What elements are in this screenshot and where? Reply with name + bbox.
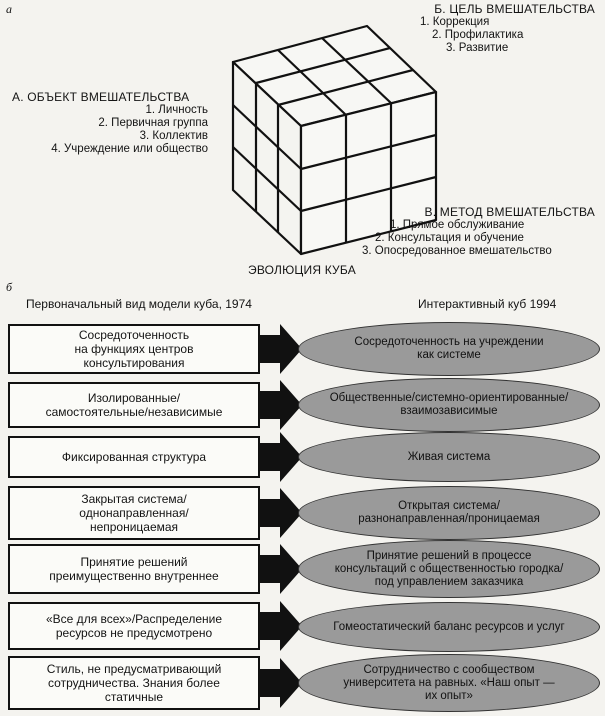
old-model-text: Стиль, не предусматривающий сотрудничест…: [46, 662, 222, 704]
interactive-model-oval-6: Гомеостатический баланс ресурсов и услуг: [298, 602, 600, 652]
interactive-model-oval-7: Сотрудничество с сообществом университет…: [298, 654, 600, 712]
object-list: 1. Личность 2. Первичная группа 3. Колле…: [10, 104, 208, 156]
panel-a-label: а: [6, 2, 12, 16]
old-model-text: «Все для всех»/Распределение ресурсов не…: [46, 612, 222, 640]
object-item-4: 4. Учреждение или общество: [51, 143, 208, 155]
old-model-text: Принятие решений преимущественно внутрен…: [49, 555, 219, 583]
goal-heading: Б. ЦЕЛЬ ВМЕШАТЕЛЬСТВА: [434, 2, 595, 16]
old-model-box-3: Фиксированная структура: [8, 436, 260, 478]
old-model-box-5: Принятие решений преимущественно внутрен…: [8, 544, 260, 594]
interactive-model-text: Гомеостатический баланс ресурсов и услуг: [333, 620, 565, 633]
old-model-box-7: Стиль, не предусматривающий сотрудничест…: [8, 656, 260, 710]
interactive-model-text: Общественные/системно-ориентированные/ в…: [329, 392, 569, 417]
old-model-box-4: Закрытая система/ однонаправленная/ непр…: [8, 486, 260, 540]
left-column-title: Первоначальный вид модели куба, 1974: [26, 297, 252, 311]
method-item-3: 3. Опосредованное вмешательство: [362, 245, 552, 257]
interactive-model-oval-5: Принятие решений в процессе консультаций…: [298, 540, 600, 598]
old-model-box-6: «Все для всех»/Распределение ресурсов не…: [8, 602, 260, 650]
old-model-box-1: Сосредоточенность на функциях центров ко…: [8, 324, 260, 374]
method-item-1: 1. Прямое обслуживание: [390, 219, 525, 231]
old-model-text: Изолированные/ самостоятельные/независим…: [45, 391, 223, 419]
object-item-2: 2. Первичная группа: [98, 117, 208, 129]
arrow-icon: [258, 601, 302, 651]
method-heading: В. МЕТОД ВМЕШАТЕЛЬСТВА: [424, 205, 595, 219]
arrow-icon: [258, 658, 302, 708]
cube-caption: ЭВОЛЮЦИЯ КУБА: [248, 263, 356, 277]
object-item-3: 3. Коллектив: [139, 130, 208, 142]
interactive-model-text: Сотрудничество с сообществом университет…: [343, 663, 555, 702]
interactive-model-oval-3: Живая система: [298, 432, 600, 482]
interactive-model-oval-1: Сосредоточенность на учреждении как сист…: [298, 322, 600, 376]
goal-block: Б. ЦЕЛЬ ВМЕШАТЕЛЬСТВА: [434, 2, 595, 16]
old-model-text: Сосредоточенность на функциях центров ко…: [74, 328, 194, 370]
interactive-model-text: Принятие решений в процессе консультаций…: [334, 549, 564, 588]
interactive-model-oval-4: Открытая система/ разнонаправленная/прон…: [298, 486, 600, 540]
goal-item-2: 2. Профилактика: [432, 29, 524, 41]
evolution-cube: [231, 24, 438, 256]
right-column-title: Интерактивный куб 1994: [418, 297, 557, 311]
arrow-icon: [258, 432, 302, 482]
interactive-model-oval-2: Общественные/системно-ориентированные/ в…: [298, 378, 600, 432]
arrow-icon: [258, 544, 302, 594]
old-model-text: Закрытая система/ однонаправленная/ непр…: [79, 492, 189, 534]
goal-item-1: 1. Коррекция: [420, 16, 490, 28]
arrow-icon: [258, 380, 302, 430]
old-model-text: Фиксированная структура: [61, 450, 207, 464]
interactive-model-text: Сосредоточенность на учреждении как сист…: [354, 336, 544, 361]
panel-b-label: б: [6, 280, 13, 294]
arrow-icon: [258, 324, 302, 374]
method-item-2: 2. Консультация и обучение: [375, 232, 524, 244]
object-heading: А. ОБЪЕКТ ВМЕШАТЕЛЬСТВА: [12, 90, 190, 104]
object-item-1: 1. Личность: [145, 104, 208, 116]
goal-item-3: 3. Развитие: [446, 42, 509, 54]
arrow-icon: [258, 488, 302, 538]
old-model-box-2: Изолированные/ самостоятельные/независим…: [8, 382, 260, 428]
interactive-model-text: Живая система: [407, 450, 491, 463]
interactive-model-text: Открытая система/ разнонаправленная/прон…: [358, 500, 540, 525]
